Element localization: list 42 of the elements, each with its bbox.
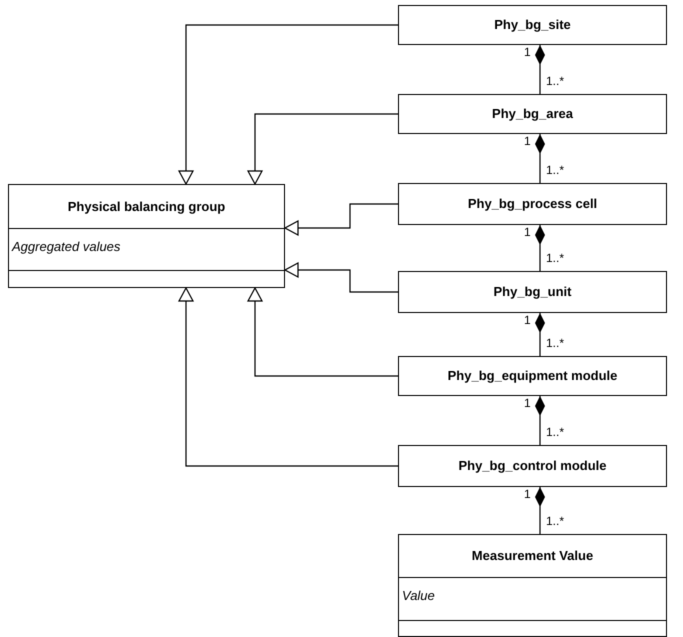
class-box (398, 534, 667, 637)
class-name: Phy_bg_equipment module (448, 367, 618, 386)
class-header-box (398, 445, 667, 487)
generalization-arrow (178, 287, 398, 467)
multiplicity-label: 1 (524, 135, 531, 147)
multiplicity-label: 1 (524, 314, 531, 326)
multiplicity-label: 1 (524, 397, 531, 409)
composition-line (535, 396, 545, 445)
composition-line (535, 45, 545, 94)
multiplicity-label: 1..* (546, 426, 564, 438)
multiplicity-label: 1 (524, 46, 531, 58)
class-header-box (398, 5, 667, 45)
generalization-arrow (284, 203, 398, 236)
multiplicity-label: 1..* (546, 515, 564, 527)
class-name: Physical balancing group (68, 198, 226, 216)
generalization-arrow (247, 113, 398, 185)
generalization-arrow (247, 287, 398, 377)
multiplicity-label: 1..* (546, 164, 564, 176)
class-name: Phy_bg_control module (458, 457, 607, 476)
attribute-text: Aggregated values (12, 238, 120, 256)
class-header-box (398, 271, 667, 313)
generalization-arrow (178, 24, 398, 185)
multiplicity-label: 1 (524, 488, 531, 500)
composition-line (535, 225, 545, 271)
class-name: Phy_bg_process cell (468, 195, 598, 214)
class-header-box (398, 356, 667, 396)
class-name: Phy_bg_unit (493, 283, 572, 302)
class-name: Phy_bg_area (492, 105, 573, 124)
multiplicity-label: 1..* (546, 75, 564, 87)
attribute-text: Value (402, 587, 435, 605)
class-name: Measurement Value (472, 547, 594, 566)
composition-line (535, 487, 545, 534)
class-box (8, 184, 285, 288)
composition-line (535, 134, 545, 183)
generalization-arrow (284, 262, 398, 293)
class-header-box (398, 94, 667, 134)
class-header-box (398, 183, 667, 225)
class-name: Phy_bg_site (494, 16, 571, 34)
multiplicity-label: 1..* (546, 252, 564, 264)
multiplicity-label: 1 (524, 226, 531, 238)
composition-line (535, 313, 545, 356)
multiplicity-label: 1..* (546, 337, 564, 349)
